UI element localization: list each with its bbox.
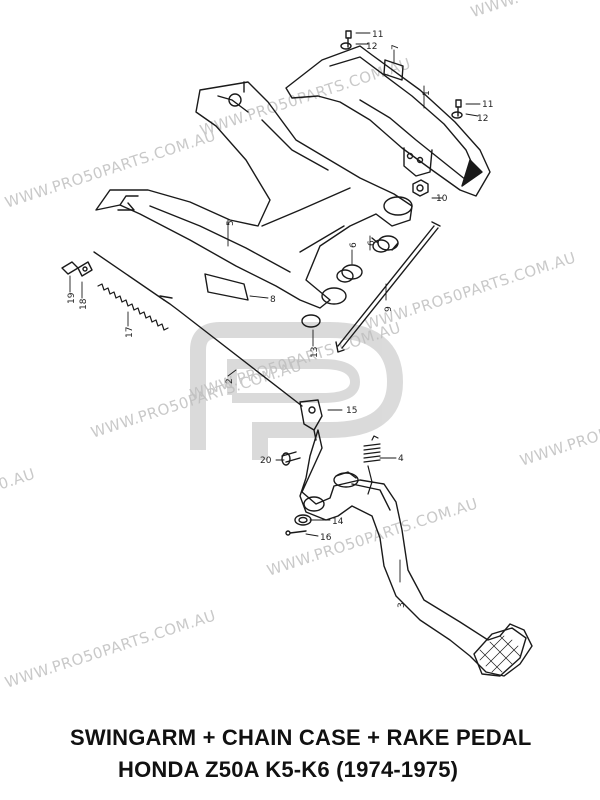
bolt-upper: [340, 30, 352, 50]
nut: [412, 179, 429, 197]
callout-4: 4: [398, 454, 404, 464]
clevis-pin: [281, 451, 301, 466]
callout-19: 19: [67, 292, 77, 304]
callout-17: 17: [125, 327, 135, 338]
leader-lines: [69, 32, 481, 583]
callout-9: 9: [384, 306, 394, 312]
cotter-pin: [285, 530, 307, 536]
callout-10: 10: [436, 194, 448, 204]
chain-case: [285, 45, 491, 197]
callout-12-right: 12: [477, 114, 488, 124]
callout-1: 1: [422, 90, 432, 96]
washer: [301, 314, 321, 328]
callout-14: 14: [332, 517, 344, 527]
brake-pedal: [299, 429, 533, 677]
brake-rod-joint: [61, 261, 93, 277]
callout-6-lower: 6: [349, 242, 359, 248]
diagram-title-line2: HONDA Z50A K5-K6 (1974-1975): [118, 757, 459, 782]
swingarm: [95, 81, 413, 309]
bolt-right: [451, 99, 463, 119]
brake-spring: [97, 283, 169, 331]
pedal-washer: [294, 514, 312, 526]
bushing-upper: [371, 235, 399, 253]
callout-2: 2: [225, 378, 235, 384]
callout-12-upper: 12: [366, 42, 377, 52]
callout-8: 8: [270, 295, 276, 305]
callout-6-upper: 6: [367, 240, 377, 246]
callout-5: 5: [226, 220, 236, 226]
callout-20: 20: [260, 456, 272, 466]
chain-guard-rubber: [204, 273, 249, 301]
label-plate: [383, 59, 404, 81]
callout-11-right: 11: [482, 100, 493, 110]
callout-13: 13: [310, 347, 320, 358]
diagram-title-line1: SWINGARM + CHAIN CASE + RAKE PEDAL: [70, 725, 532, 750]
return-spring: [363, 435, 381, 495]
callout-labels: 1 7 5 6 6 8 9 10 11 11 12 12 13 2 15 4 1…: [67, 30, 493, 608]
brake-rod: [93, 251, 303, 407]
bushing-lower: [336, 264, 363, 283]
callout-11-upper: 11: [372, 30, 383, 40]
watermark-logo: [190, 322, 404, 460]
callout-18: 18: [79, 298, 89, 310]
callout-16: 16: [320, 533, 332, 543]
callout-7: 7: [391, 44, 401, 50]
callout-15: 15: [346, 406, 357, 416]
callout-3: 3: [397, 602, 407, 608]
